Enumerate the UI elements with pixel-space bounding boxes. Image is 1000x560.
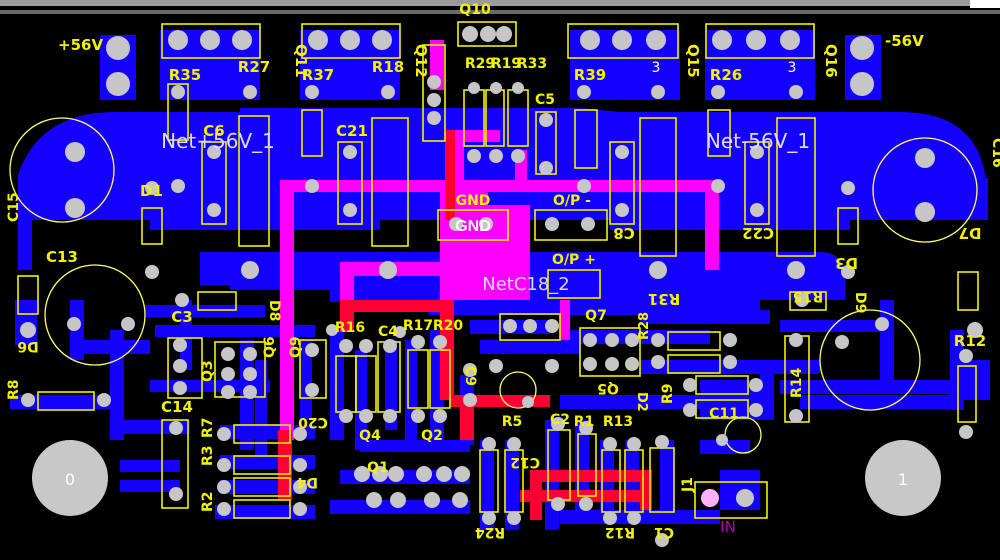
label-r26: R26 [710,66,742,84]
label-r16: R16 [335,320,365,336]
label-q16: Q16 [822,44,840,78]
label-r29: R29 [465,56,495,72]
label-d8: D8 [266,300,282,321]
label-c12: C12 [510,454,540,470]
label-q3: Q3 [200,360,216,382]
label-c1: C1 [654,524,674,540]
label-q2: Q2 [421,428,443,444]
label-d6: D6 [17,338,38,354]
label-r33: R33 [517,56,547,72]
mounting-hole-left-label: 0 [65,470,75,489]
label-r7: R7 [200,417,216,438]
label-neg-supply: -56V [885,32,924,50]
net-label-output: NetC18_2 [482,274,570,295]
label-c6: C6 [203,122,224,140]
label-c3: C3 [171,308,192,326]
silkscreen-outlines [17,21,979,519]
label-q10: Q10 [459,2,491,18]
label-q11: Q11 [292,44,310,78]
pad-label-q16: 3 [788,60,797,76]
mounting-hole-right [865,440,941,516]
label-d2: D2 [634,392,649,412]
label-c4: C4 [378,324,398,340]
label-r17: R17 [403,318,433,334]
label-q9: Q9 [288,336,304,358]
label-r12-bottom: R12 [605,524,635,540]
board-corner-marker [970,0,1000,8]
label-c11: C11 [709,406,739,422]
label-d3: D3 [835,254,858,272]
label-q4: Q4 [359,428,381,444]
label-c21: C21 [336,122,368,140]
label-c20: C20 [298,414,328,430]
label-r31: R31 [648,290,680,308]
label-c5: C5 [535,92,555,108]
red-copper-traces [278,130,652,520]
label-r37: R37 [302,66,334,84]
label-c9: C9 [462,366,478,386]
label-c14: C14 [161,398,193,416]
pads [20,26,983,547]
label-q6: Q6 [262,336,278,358]
label-r28: R28 [637,312,652,340]
label-d1: D1 [140,182,163,200]
label-q7: Q7 [585,308,607,324]
label-r15: R15 [793,288,823,304]
label-q1: Q1 [367,460,389,476]
label-q12: Q12 [412,44,430,78]
label-r19: R19 [491,56,521,72]
label-r27: R27 [238,58,270,76]
label-q15: Q15 [684,44,702,78]
label-op-neg: O/P - [553,193,591,209]
label-in: IN [720,518,736,536]
label-c16: C16 [989,138,1000,168]
label-r20: R20 [433,318,464,334]
label-r1: R1 [574,414,595,430]
label-d9: D9 [852,292,868,313]
label-c15: C15 [6,192,22,222]
label-r3: R3 [200,445,216,466]
label-op-pos: O/P + [552,252,596,268]
label-r13: R13 [603,414,633,430]
label-r5: R5 [502,414,523,430]
label-gnd-silk: GND [456,193,491,209]
label-r24: R24 [475,524,506,540]
label-r14: R14 [789,367,805,398]
label-q5: Q5 [597,380,619,396]
label-j1: J1 [680,477,696,493]
capacitor-outlines [9,117,978,454]
net-label-neg-rail: Net-56V_1 [706,129,810,153]
label-r35: R35 [169,66,201,84]
label-r12: R12 [954,332,986,350]
pad-label-q15: 3 [652,60,661,76]
label-r39: R39 [574,66,606,84]
label-d7: D7 [959,224,982,242]
mounting-holes: 0 1 [32,440,941,516]
label-r8: R8 [6,379,22,400]
label-c8: C8 [613,224,634,242]
mounting-hole-left [32,440,108,516]
net-label-gnd: GND [455,218,491,235]
label-c2: C2 [550,412,570,428]
net-label-pos-rail: Net+56V_1 [161,129,275,153]
label-pos-supply: +56V [58,36,103,54]
label-r9: R9 [660,383,676,404]
label-r2: R2 [200,491,216,512]
label-d4: D4 [296,474,318,490]
mounting-hole-right-label: 1 [898,470,908,489]
label-c13: C13 [46,248,78,266]
label-r18: R18 [372,58,404,76]
label-c22: C22 [742,224,774,242]
keepout-strip-top-inner [0,10,1000,14]
keepout-strip-top [0,0,1000,6]
